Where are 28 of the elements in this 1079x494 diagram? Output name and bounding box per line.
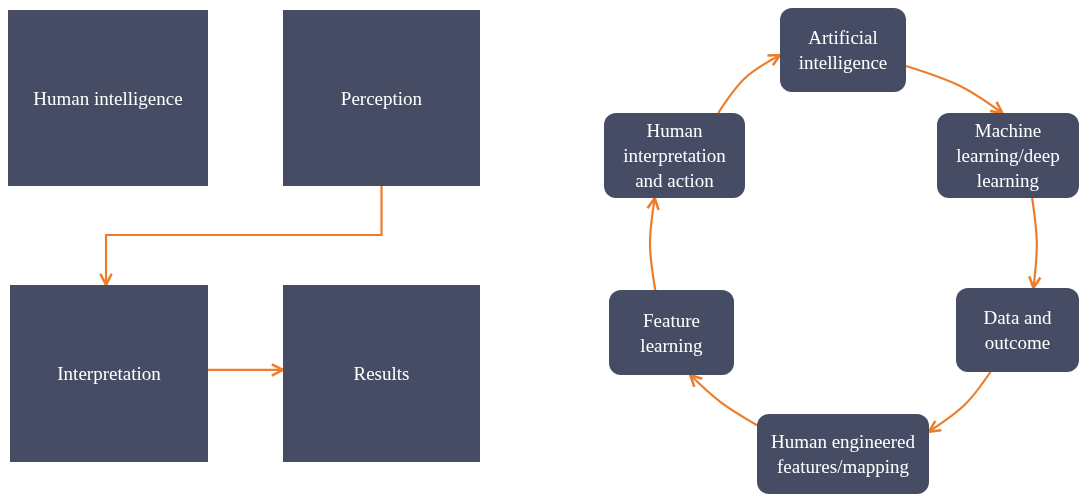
process-box [8,10,208,186]
node-label: Interpretation [57,362,161,386]
arrow [99,186,383,287]
rounded-process-box [604,113,745,198]
node-label: Results [353,362,410,386]
arrow [208,363,285,377]
process-box [10,285,208,462]
node-label: Human interpretation and action [622,119,727,193]
rounded-process-box [757,414,929,494]
node-label: Artificial intelligence [797,26,889,75]
arrow [646,196,660,291]
process-box [283,10,480,186]
node-label: Human intelligence [33,86,183,111]
arrow [689,373,758,427]
node-label: Data and outcome [982,306,1053,355]
arrow [1027,197,1042,290]
arrow [927,371,992,433]
node-label: Machine learning/deep learning [955,119,1061,193]
rounded-process-box [956,288,1079,372]
rounded-process-box [609,290,734,375]
arrow [905,64,1004,115]
rounded-process-box [780,8,906,92]
process-box [283,285,480,462]
node-label: Human engineered features/mapping [770,430,916,479]
node-label: Feature learning [639,308,704,358]
arrow [717,53,782,114]
node-label: Perception [340,86,423,111]
rounded-process-box [937,113,1079,198]
